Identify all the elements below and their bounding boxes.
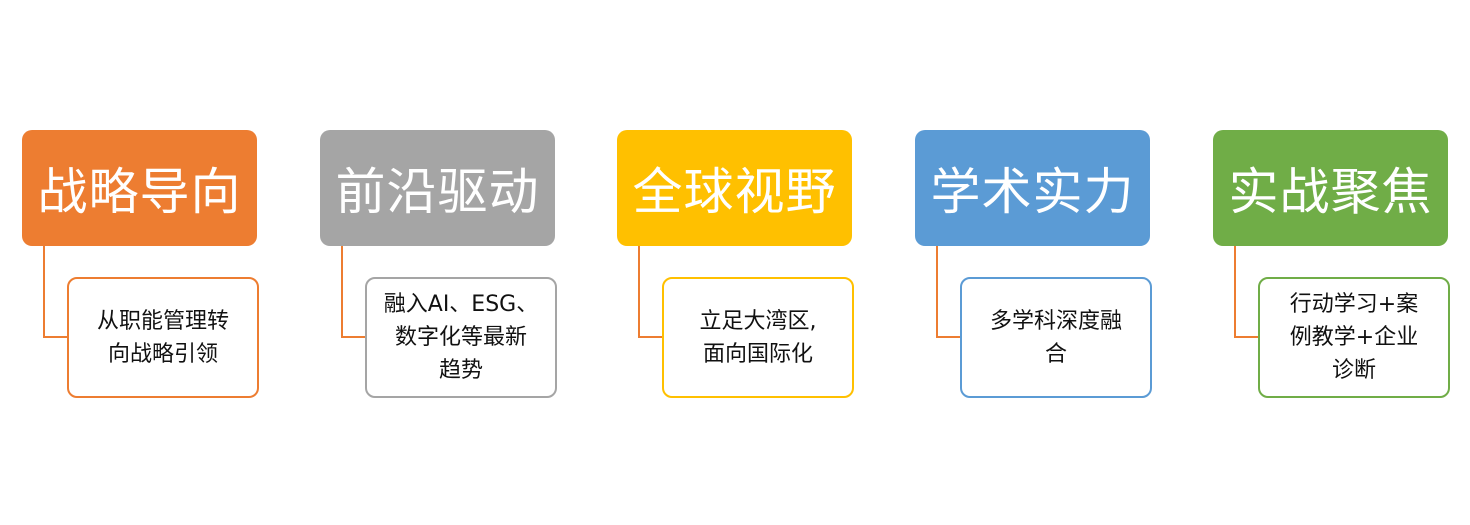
header-box: 前沿驱动: [320, 130, 555, 246]
header-title: 全球视野: [632, 163, 837, 221]
detail-box: 多学科深度融合: [960, 277, 1152, 398]
connector-horizontal: [341, 336, 365, 338]
detail-box: 行动学习+案例教学+企业诊断: [1258, 277, 1450, 398]
detail-line: 多学科深度融: [989, 308, 1122, 334]
header-box: 全球视野: [617, 130, 852, 246]
detail-box: 从职能管理转向战略引领: [67, 277, 259, 398]
detail-line: 例教学+企业: [1289, 325, 1419, 350]
connector-vertical: [638, 246, 640, 338]
header-box: 实战聚焦: [1213, 130, 1448, 246]
header-title: 实战聚焦: [1228, 163, 1433, 221]
column-3: 全球视野立足大湾区, 面向国际化: [617, 130, 857, 400]
detail-line: 立足大湾区,: [699, 308, 817, 334]
detail-line: 趋势: [438, 358, 483, 383]
column-1: 战略导向从职能管理转向战略引领: [22, 130, 262, 400]
column-4: 学术实力多学科深度融合: [915, 130, 1155, 400]
header-title: 学术实力: [930, 163, 1135, 221]
detail-box: 融入AI、ESG、数字化等最新趋势: [365, 277, 557, 398]
connector-horizontal: [1234, 336, 1258, 338]
connector-horizontal: [43, 336, 67, 338]
header-box: 战略导向: [22, 130, 257, 246]
column-2: 前沿驱动融入AI、ESG、数字化等最新趋势: [320, 130, 560, 400]
detail-box: 立足大湾区, 面向国际化: [662, 277, 854, 398]
header-box: 学术实力: [915, 130, 1150, 246]
connector-vertical: [1234, 246, 1236, 338]
detail-line: 合: [1044, 341, 1067, 367]
connector-vertical: [43, 246, 45, 338]
detail-line: 从职能管理转: [96, 308, 229, 334]
header-title: 战略导向: [37, 163, 242, 221]
detail-line: 向战略引领: [107, 341, 218, 367]
detail-line: 数字化等最新: [394, 325, 527, 350]
connector-vertical: [341, 246, 343, 338]
header-title: 前沿驱动: [335, 163, 540, 221]
connector-vertical: [936, 246, 938, 338]
connector-horizontal: [638, 336, 662, 338]
connector-horizontal: [936, 336, 960, 338]
detail-line: 行动学习+案: [1289, 292, 1419, 317]
detail-line: 融入AI、ESG、: [383, 292, 539, 317]
detail-line: 面向国际化: [702, 341, 813, 367]
detail-line: 诊断: [1331, 358, 1376, 383]
column-5: 实战聚焦行动学习+案例教学+企业诊断: [1213, 130, 1453, 400]
